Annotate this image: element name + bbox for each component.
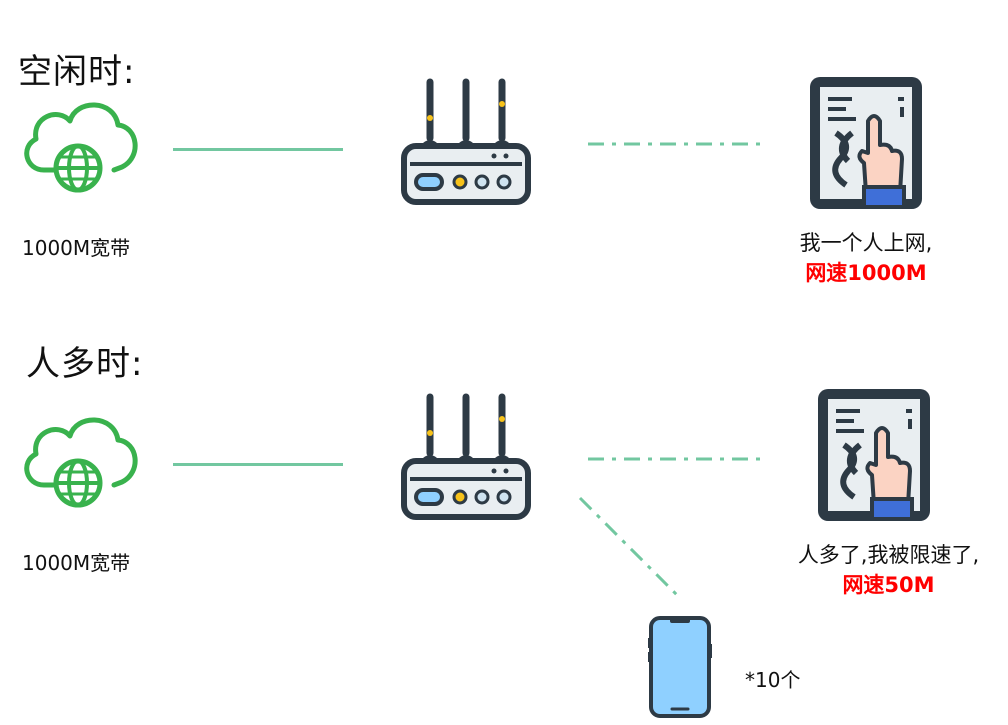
idle-wireless-link <box>588 140 763 148</box>
idle-wired-link <box>173 148 343 151</box>
tablet-touch-icon <box>806 73 926 213</box>
busy-speed-value: 网速50M <box>842 573 935 597</box>
idle-user-caption: 我一个人上网, 网速1000M <box>776 228 956 288</box>
idle-speed-value: 网速1000M <box>805 261 927 285</box>
cloud-globe-icon <box>18 410 140 510</box>
tablet-touch-icon <box>814 385 934 525</box>
idle-broadband-label: 1000M宽带 <box>22 236 131 260</box>
busy-wireless-link <box>588 455 763 463</box>
smartphone-icon <box>648 614 714 720</box>
idle-user-caption-text: 我一个人上网, <box>799 231 933 255</box>
router-icon <box>398 393 533 523</box>
busy-section-title: 人多时: <box>26 344 144 384</box>
busy-user-caption: 人多了,我被限速了, 网速50M <box>776 540 1001 600</box>
busy-user-caption-text: 人多了,我被限速了, <box>797 543 980 567</box>
idle-section-title: 空闲时: <box>18 52 136 92</box>
router-icon <box>398 78 533 208</box>
busy-phone-wireless-link <box>576 494 686 604</box>
busy-wired-link <box>173 463 343 466</box>
cloud-globe-icon <box>18 95 140 195</box>
device-count-label: *10个 <box>745 668 801 692</box>
busy-broadband-label: 1000M宽带 <box>22 551 131 575</box>
